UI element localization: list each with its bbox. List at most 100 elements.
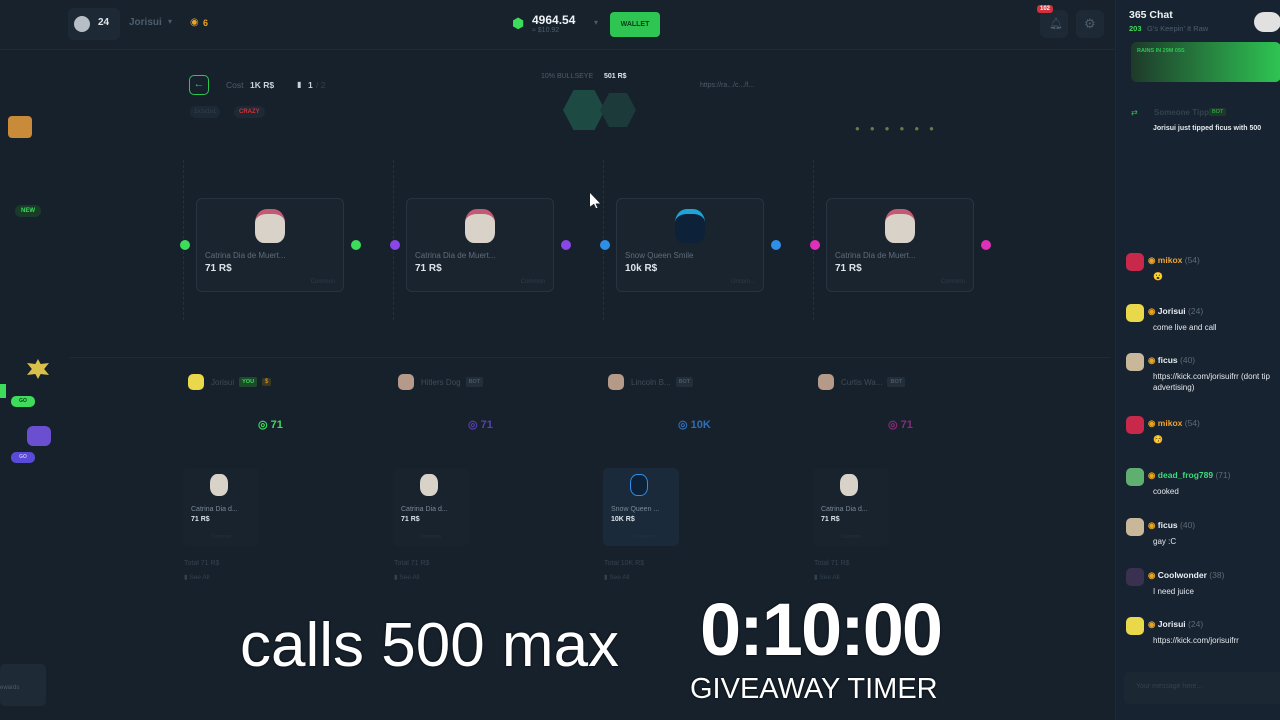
bullseye-label: 10% BULLSEYE bbox=[541, 73, 594, 80]
user-avatar[interactable] bbox=[1126, 518, 1144, 536]
see-all-label: See All bbox=[399, 574, 420, 581]
chat-username[interactable]: ◉ dead_frog789 (71) bbox=[1148, 470, 1231, 481]
see-all-link[interactable]: ▮ See All bbox=[814, 574, 840, 581]
chat-username[interactable]: ◉ ficus (40) bbox=[1148, 520, 1195, 531]
round-item-card[interactable]: Catrina Dia de Muert... 71 R$ Common bbox=[406, 198, 554, 292]
user-level: (54) bbox=[1184, 255, 1200, 265]
item-price: 71 R$ bbox=[835, 263, 862, 274]
user-avatar[interactable] bbox=[1126, 304, 1144, 322]
player-total-value: 71 bbox=[900, 419, 913, 431]
user-avatar[interactable] bbox=[1126, 253, 1144, 271]
balance-dropdown-icon[interactable]: ▾ bbox=[594, 18, 599, 27]
round-item-card[interactable]: Catrina Dia de Muert... 71 R$ Common bbox=[196, 198, 344, 292]
dollar-badge: $ bbox=[262, 378, 272, 386]
rain-banner[interactable]: RAINS IN 29M 05S bbox=[1131, 42, 1280, 82]
player-name[interactable]: Lincoln B... bbox=[631, 377, 671, 387]
item-rarity: Common bbox=[310, 279, 335, 285]
won-item-card[interactable]: Snow Queen ... 10K R$ Uncommon bbox=[603, 468, 679, 546]
username-dropdown[interactable]: Jorisui bbox=[129, 17, 162, 28]
see-all-link[interactable]: ▮ See All bbox=[184, 574, 210, 581]
item-price: 71 R$ bbox=[205, 263, 232, 274]
user-level: (71) bbox=[1215, 470, 1231, 480]
round-item-card[interactable]: Catrina Dia de Muert... 71 R$ Common bbox=[826, 198, 974, 292]
case-icon-active[interactable] bbox=[563, 90, 605, 130]
user-avatar[interactable] bbox=[1126, 468, 1144, 486]
item-name: Snow Queen ... bbox=[611, 506, 660, 513]
green-marker bbox=[0, 384, 6, 398]
level-badge[interactable]: 24 bbox=[68, 8, 120, 40]
back-button[interactable]: ← bbox=[189, 75, 209, 95]
level-value: 24 bbox=[98, 17, 110, 28]
robux-icon: ⬢ bbox=[512, 15, 525, 31]
chat-username[interactable]: ◉ Jorisui (24) bbox=[1148, 619, 1203, 630]
chat-avatars[interactable] bbox=[1254, 12, 1280, 32]
item-rarity: Uncommon bbox=[631, 534, 657, 540]
rank-icon: ◉ bbox=[1148, 520, 1156, 530]
user-avatar[interactable] bbox=[1126, 617, 1144, 635]
chat-input[interactable]: Your message here... bbox=[1124, 672, 1280, 704]
item-name: Catrina Dia d... bbox=[821, 506, 868, 513]
round-item-card[interactable]: Snow Queen Smile 10k R$ Uncom... bbox=[616, 198, 764, 292]
chat-placeholder: Your message here... bbox=[1136, 683, 1203, 690]
player-info: Hitlers Dog BOT bbox=[421, 376, 484, 388]
message-text: 😮 bbox=[1153, 272, 1163, 281]
user-level: (24) bbox=[1188, 619, 1204, 629]
player-name[interactable]: Jorisui bbox=[211, 377, 235, 387]
rain-label: RAINS IN 29M 05S bbox=[1137, 48, 1185, 54]
discord-icon bbox=[27, 426, 51, 446]
round-start-node bbox=[600, 240, 610, 250]
won-item-card[interactable]: Catrina Dia d... 71 R$ Common bbox=[393, 468, 469, 546]
player-name[interactable]: Curtis Wa... bbox=[841, 377, 883, 387]
player-info: Curtis Wa... BOT bbox=[841, 376, 906, 388]
balance-usd: ≈ $10.92 bbox=[532, 27, 560, 34]
player-info: Lincoln B... BOT bbox=[631, 376, 694, 388]
player-tag: YOU bbox=[239, 377, 258, 387]
rank-star-icon bbox=[27, 359, 49, 379]
item-image bbox=[885, 209, 915, 243]
discord-go-button[interactable]: GO bbox=[11, 452, 35, 463]
user-avatar[interactable] bbox=[1126, 568, 1144, 586]
bot-tag: BOT bbox=[1209, 108, 1227, 116]
chat-username[interactable]: ◉ Jorisui (24) bbox=[1148, 306, 1203, 317]
round-end-node bbox=[351, 240, 361, 250]
social-icons-row[interactable]: ●●●●●● bbox=[855, 124, 944, 133]
cost-label: Cost bbox=[226, 80, 244, 90]
gear-icon: ⚙ bbox=[1084, 16, 1096, 31]
wallet-button[interactable]: WALLET bbox=[610, 12, 660, 37]
go-button[interactable]: GO bbox=[11, 396, 35, 407]
see-all-link[interactable]: ▮ See All bbox=[394, 574, 420, 581]
see-all-link[interactable]: ▮ See All bbox=[604, 574, 630, 581]
rank-icon: ◉ bbox=[1148, 418, 1156, 428]
mouse-cursor bbox=[590, 193, 600, 208]
player-total: ◎ 71 bbox=[888, 419, 913, 431]
player-tag: BOT bbox=[675, 377, 694, 387]
rewards-button[interactable]: ewards bbox=[0, 664, 46, 706]
chat-username[interactable]: ◉ ficus (40) bbox=[1148, 355, 1195, 366]
chat-username[interactable]: ◉ mikox (54) bbox=[1148, 255, 1200, 266]
chat-username[interactable]: ◉ mikox (54) bbox=[1148, 418, 1200, 429]
item-price: 71 R$ bbox=[191, 516, 210, 523]
rank-icon: ◉ bbox=[1148, 470, 1156, 480]
case-icon[interactable] bbox=[600, 93, 636, 127]
player-name[interactable]: Hitlers Dog bbox=[421, 377, 461, 387]
chat-username[interactable]: ◉ Coolwonder (38) bbox=[1148, 570, 1224, 581]
round-start-node bbox=[180, 240, 190, 250]
settings-button[interactable]: ⚙ bbox=[1076, 10, 1104, 38]
bell-icon: 🔔︎ bbox=[1049, 18, 1063, 30]
user-avatar[interactable] bbox=[1126, 353, 1144, 371]
chat-panel: 365 Chat 203 G's Keepin' It Raw RAINS IN… bbox=[1115, 0, 1280, 720]
notifications-button[interactable]: 🔔︎ bbox=[1040, 10, 1068, 38]
message-text: come live and call bbox=[1153, 323, 1217, 332]
user-avatar[interactable] bbox=[1126, 416, 1144, 434]
online-label: G's Keepin' It Raw bbox=[1147, 24, 1209, 33]
won-item-card[interactable]: Catrina Dia d... 71 R$ Common bbox=[183, 468, 259, 546]
treasure-chest-icon[interactable] bbox=[8, 116, 32, 138]
share-link[interactable]: https://ra.../c.../f... bbox=[700, 82, 755, 89]
user-level: (40) bbox=[1180, 520, 1196, 530]
item-price: 71 R$ bbox=[401, 516, 420, 523]
won-item-card[interactable]: Catrina Dia d... 71 R$ Common bbox=[813, 468, 889, 546]
item-rarity: Common bbox=[520, 279, 545, 285]
item-image bbox=[210, 474, 228, 496]
online-count: 203 bbox=[1129, 24, 1142, 33]
message-text: 😚 bbox=[1153, 435, 1163, 444]
